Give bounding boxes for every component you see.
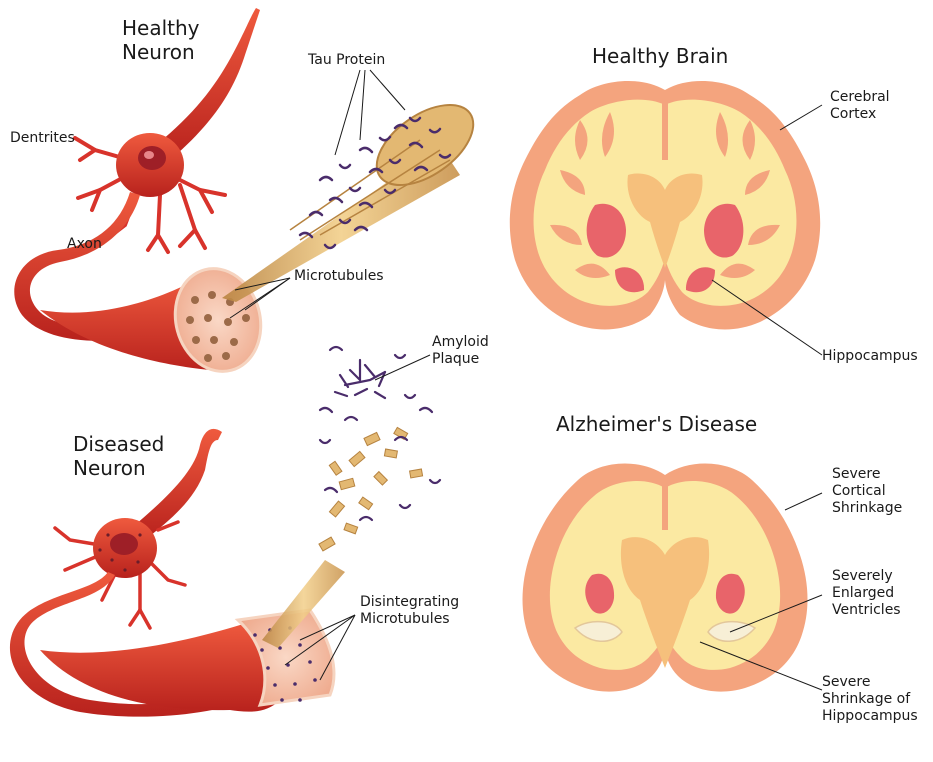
hippocampus-shrinkage-line3: Hippocampus [822,708,918,725]
healthy-brain [510,81,822,355]
diseased-neuron [10,347,440,717]
disintegrating-microtubules-line2: Microtubules [360,611,459,628]
microtubules-label: Microtubules [294,268,384,285]
cerebral-cortex-line2: Cortex [830,106,890,123]
amyloid-plaque-label: Amyloid Plaque [432,334,489,368]
healthy-neuron [14,8,487,381]
axon-label: Axon [67,236,102,253]
hippocampus-shrinkage-label: Severe Shrinkage of Hippocampus [822,674,918,725]
healthy-neuron-title-line1: Healthy [122,16,200,40]
cerebral-cortex-line1: Cerebral [830,89,890,106]
enlarged-ventricles-label: Severely Enlarged Ventricles [832,568,901,619]
diseased-neuron-title: Diseased Neuron [73,432,164,480]
tau-protein-label: Tau Protein [308,52,385,69]
disintegrating-microtubules-label: Disintegrating Microtubules [360,594,459,628]
dentrites-label: Dentrites [10,130,75,147]
alzheimers-title: Alzheimer's Disease [556,412,757,436]
healthy-neuron-title-line2: Neuron [122,40,200,64]
amyloid-plaque-line2: Plaque [432,351,489,368]
cortical-shrinkage-line3: Shrinkage [832,500,902,517]
disintegrating-microtubules-line1: Disintegrating [360,594,459,611]
hippocampus-shrinkage-line1: Severe [822,674,918,691]
alzheimers-brain [523,464,823,692]
hippocampus-label: Hippocampus [822,348,918,365]
diseased-neuron-title-line1: Diseased [73,432,164,456]
healthy-brain-title: Healthy Brain [592,44,728,68]
cortical-shrinkage-line1: Severe [832,466,902,483]
enlarged-ventricles-line2: Enlarged [832,585,901,602]
healthy-neuron-title: Healthy Neuron [122,16,200,64]
cerebral-cortex-label: Cerebral Cortex [830,89,890,123]
enlarged-ventricles-line1: Severely [832,568,901,585]
cortical-shrinkage-label: Severe Cortical Shrinkage [832,466,902,517]
diseased-neuron-title-line2: Neuron [73,456,164,480]
enlarged-ventricles-line3: Ventricles [832,602,901,619]
cortical-shrinkage-line2: Cortical [832,483,902,500]
hippocampus-shrinkage-line2: Shrinkage of [822,691,918,708]
amyloid-plaque-line1: Amyloid [432,334,489,351]
